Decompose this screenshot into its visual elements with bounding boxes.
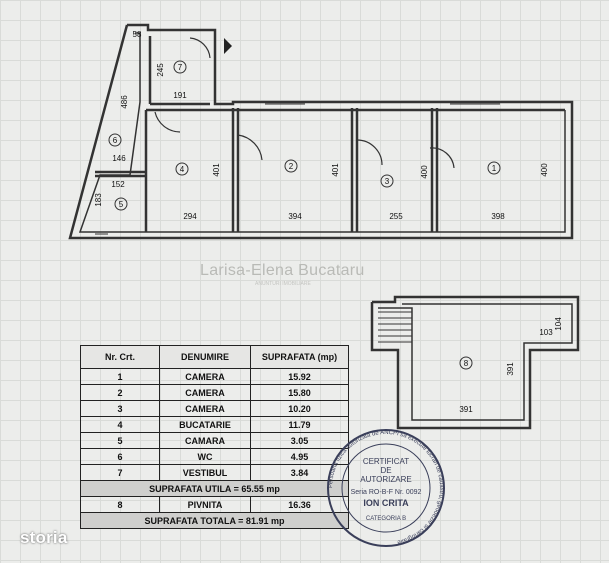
outer-wall [68,23,574,240]
table-cell: CAMERA [159,368,251,385]
room-7-num: 7 [178,63,183,72]
table-cell: 6 [80,448,160,465]
authorization-stamp: Persoana fizica autorizata de ANCPI sa e… [327,429,445,547]
room-5-num: 5 [119,200,124,209]
watermark-sub: ANUNTURI IMOBILIARE [255,281,311,287]
dim-7-w: 191 [173,91,187,100]
dim-2-w: 394 [288,212,302,221]
table-cell: PIVNITA [159,496,251,513]
table-cell: 15.80 [250,384,349,401]
table-cell: CAMERA [159,400,251,417]
stamp-series: Seria RO-B-F Nr. 0092 [351,489,422,496]
dim-top-small: 58 [133,30,142,39]
table-cell: 1 [80,368,160,385]
dim-6-w: 146 [112,154,126,163]
dim-4-h: 401 [212,163,221,177]
table-cell: 2 [80,384,160,401]
dim-basement-h: 104 [554,317,563,331]
dim-6-h: 486 [120,95,129,109]
basement [370,295,580,430]
door-arc [154,111,181,133]
col-header-nr: Nr. Crt. [80,345,160,369]
dim-4-w: 294 [183,212,197,221]
stamp-line1: CERTIFICAT [363,457,409,466]
door-arc [429,147,455,169]
utila-total: SUPRAFATA UTILA = 65.55 mp [80,480,349,497]
stamp-name: ION CRITA [363,498,409,508]
door-arc [237,134,263,161]
dim-3-w: 255 [389,212,403,221]
totala-total: SUPRAFATA TOTALA = 81.91 mp [80,512,349,529]
table-cell: 5 [80,432,160,449]
dim-8-w: 391 [459,405,473,414]
table-cell: CAMARA [159,432,251,449]
utila-row: SUPRAFATA UTILA = 65.55 mp [80,480,349,497]
totala-row: SUPRAFATA TOTALA = 81.91 mp [80,512,349,529]
dim-3-h: 400 [420,165,429,179]
table-cell: 4 [80,416,160,433]
table-header: Nr. Crt. DENUMIRE SUPRAFATA (mp) [80,345,349,369]
room-6-num: 6 [113,136,118,145]
stamp-category: CATEGORIA B [366,516,406,522]
door-arc [356,139,383,166]
stamp-ring-text: Persoana fizica autorizata de ANCPI sa e… [328,430,444,545]
storia-logo: storia [20,528,68,547]
entry-arrow [224,38,232,54]
room-2-num: 2 [289,162,294,171]
stamp-line2: DE [380,466,391,475]
dim-2-h: 401 [331,163,340,177]
table-cell: 15.92 [250,368,349,385]
dim-1-h: 400 [540,163,549,177]
dim-7-h: 245 [156,63,165,77]
col-header-name: DENUMIRE [159,345,251,369]
dim-basement-w: 103 [539,328,553,337]
stairs [378,311,412,343]
table-cell: 10.20 [250,400,349,417]
svg-text:Persoana fizica autorizata de: Persoana fizica autorizata de ANCPI sa e… [328,430,444,545]
table-cell: CAMERA [159,384,251,401]
stamp-line3: AUTORIZARE [360,475,411,484]
table-cell: 3 [80,400,160,417]
table-cell: BUCATARIE [159,416,251,433]
dim-5-h: 183 [94,193,103,207]
dim-8-h: 391 [506,362,515,376]
watermark: Larisa-Elena Bucataru [200,262,365,279]
table-cell: WC [159,448,251,465]
door-arc [189,37,211,59]
room-4-num: 4 [180,165,185,174]
col-header-area: SUPRAFATA (mp) [250,345,349,369]
room-1-num: 1 [492,164,497,173]
dim-1-w: 398 [491,212,505,221]
dim-5-w: 152 [111,180,125,189]
table-cell: 8 [80,496,160,513]
table-cell: 7 [80,464,160,481]
room-3-num: 3 [385,177,390,186]
room-8-num: 8 [464,359,469,368]
table-cell: VESTIBUL [159,464,251,481]
inner-wall [78,32,566,233]
